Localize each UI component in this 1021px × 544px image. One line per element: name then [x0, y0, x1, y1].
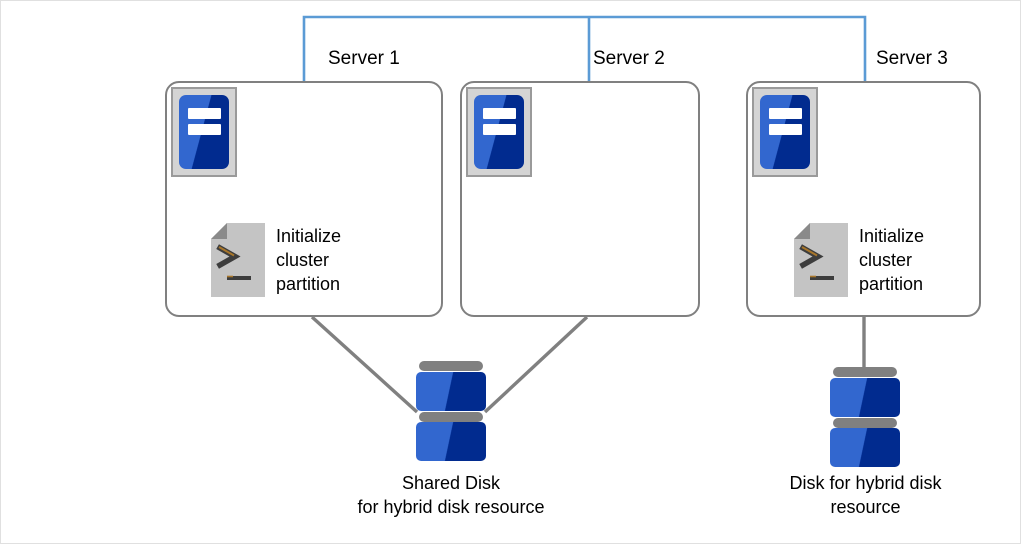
disk-platter-top — [416, 372, 486, 411]
script-file-icon — [211, 223, 265, 297]
initialize-cluster-partition-text-3: Initialize cluster partition — [859, 225, 925, 295]
server-icon-body — [760, 95, 810, 169]
disk-spacer-middle — [419, 412, 483, 422]
server-label-1: Server 1 — [328, 48, 400, 69]
local-disk-caption: Disk for hybrid disk resource — [789, 473, 942, 517]
disk-spacer-top — [419, 361, 483, 371]
disk-icon-local[interactable] — [830, 367, 900, 467]
server-icon — [171, 87, 237, 177]
server-icon — [466, 87, 532, 177]
disk-spacer-middle — [833, 418, 897, 428]
script-file-icon — [794, 223, 848, 297]
initialize-cluster-partition-item-3[interactable]: Initialize cluster partition — [794, 223, 924, 297]
disk-platter-bottom — [830, 428, 900, 467]
server-label-3: Server 3 — [876, 48, 948, 69]
server-icon-body — [179, 95, 229, 169]
server-icon-bar-bottom — [187, 123, 221, 135]
server-icon-bar-top — [482, 107, 516, 119]
disk-icon-shared[interactable] — [416, 361, 486, 461]
disk-platter-bottom — [416, 422, 486, 461]
disk-connector-lines — [310, 315, 866, 414]
server-box-3[interactable]: Initialize cluster partition — [746, 81, 981, 317]
server-icon-bar-bottom — [482, 123, 516, 135]
server-icon-bar-bottom — [768, 123, 802, 135]
disk-spacer-top — [833, 367, 897, 377]
shared-disk-caption: Shared Disk for hybrid disk resource — [357, 473, 545, 517]
server-icon-bar-top — [187, 107, 221, 119]
server-icon-body — [474, 95, 524, 169]
initialize-cluster-partition-item-1[interactable]: Initialize cluster partition — [211, 223, 341, 297]
initialize-cluster-partition-text-1: Initialize cluster partition — [276, 225, 342, 295]
server-box-1[interactable]: Initialize cluster partition — [165, 81, 443, 317]
server-label-2: Server 2 — [593, 48, 665, 69]
disk-platter-top — [830, 378, 900, 417]
server-icon — [752, 87, 818, 177]
server-box-2[interactable] — [460, 81, 700, 317]
server-icon-bar-top — [768, 107, 802, 119]
